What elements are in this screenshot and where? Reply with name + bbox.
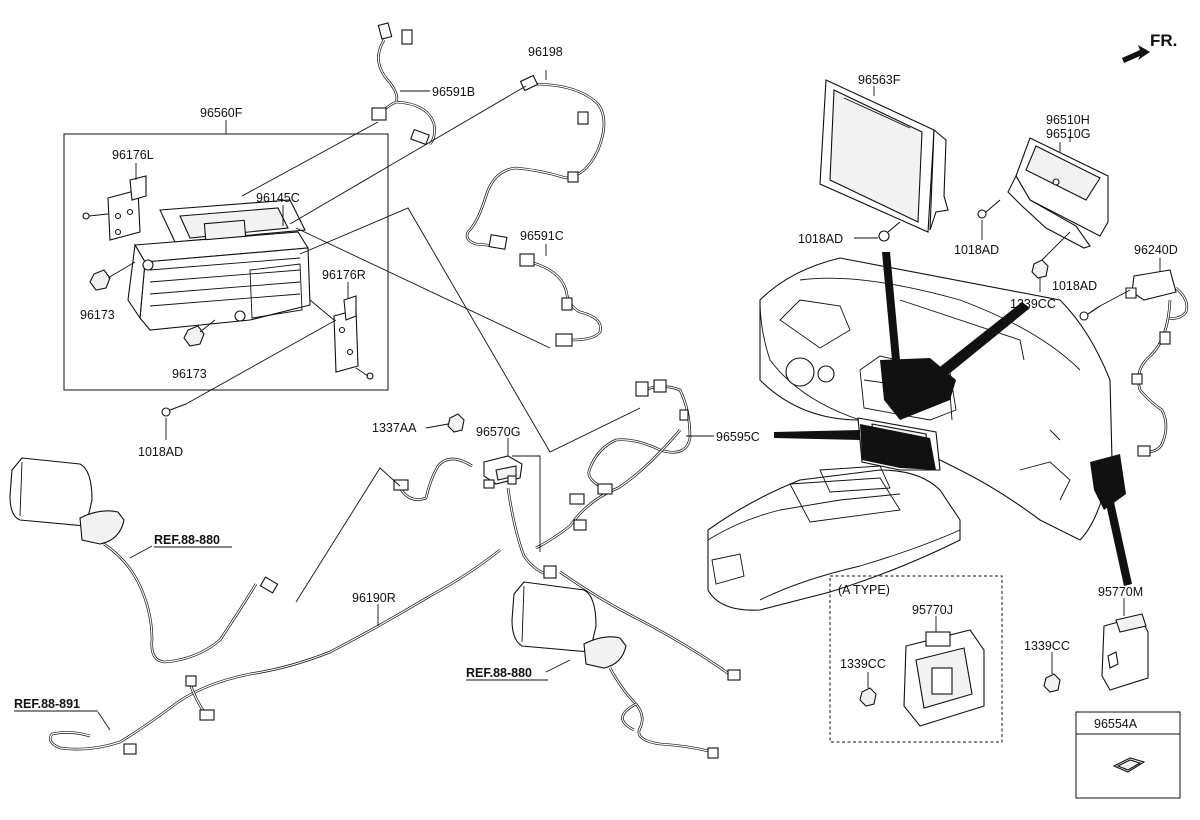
wiring-96595C	[535, 379, 714, 550]
part-label-1339CC-unit: 1339CC	[1010, 297, 1056, 311]
part-label-96190R: 96190R	[352, 591, 396, 605]
part-label-96198: 96198	[528, 45, 563, 59]
pointer-wedge-screen	[882, 252, 900, 360]
part-label-1337AA: 1337AA	[372, 421, 417, 435]
part-label-1018AD-screen: 1018AD	[798, 232, 843, 246]
front-direction-indicator: FR.	[1122, 31, 1177, 63]
part-label-96173-left: 96173	[80, 308, 115, 322]
nut-1339CC-95770M	[1043, 652, 1061, 693]
part-label-1339CC-95770M: 1339CC	[1024, 639, 1070, 653]
a-type-group-box	[829, 575, 1003, 743]
front-arrow-icon	[1122, 45, 1150, 63]
bracket-right	[309, 295, 374, 380]
screw-1018AD-screen	[854, 221, 901, 242]
part-label-96176L: 96176L	[112, 148, 154, 162]
part-label-95770J: 95770J	[912, 603, 953, 617]
part-label-96145C: 96145C	[256, 191, 300, 205]
pointer-screen-area	[880, 358, 956, 420]
control-unit-96510	[1007, 136, 1109, 249]
wiring-96198	[289, 70, 606, 250]
part-label-96176R: 96176R	[322, 268, 366, 282]
reference-label-harness: REF.88-891	[14, 697, 80, 711]
part-label-96570G: 96570G	[476, 425, 520, 439]
part-label-95770M: 95770M	[1098, 585, 1143, 599]
nut-1337AA	[425, 413, 465, 433]
display-unit-left	[9, 457, 279, 664]
part-label-1018AD-head-unit: 1018AD	[138, 445, 183, 459]
group-label-a-type: (A TYPE)	[838, 583, 890, 597]
part-label-96595C: 96595C	[716, 430, 760, 444]
part-96554A-box	[1075, 711, 1181, 799]
wiring-96591C	[295, 227, 602, 349]
display-unit-center	[511, 581, 719, 759]
module-96570G	[483, 438, 541, 552]
wiring-96591B	[241, 22, 436, 197]
part-label-96554A: 96554A	[1094, 717, 1138, 731]
module-95770J-a-type	[903, 616, 985, 727]
pointer-wedge-glovebox	[1106, 502, 1132, 586]
reference-label-center-display: REF.88-880	[466, 666, 532, 680]
part-label-96560F: 96560F	[200, 106, 243, 120]
a-type-group: (A TYPE) 95770J 1339CC	[829, 575, 1003, 743]
part-label-96173-bottom: 96173	[172, 367, 207, 381]
screw-1018AD-head-unit	[161, 319, 337, 417]
part-label-1339CC-a-type: 1339CC	[840, 657, 886, 671]
knob-upper	[89, 261, 136, 291]
module-95770M	[1101, 598, 1149, 691]
reference-label-left-display: REF.88-880	[154, 533, 220, 547]
part-label-96563F: 96563F	[858, 73, 901, 87]
pointer-wedge-upper	[936, 302, 1030, 378]
part-label-96591C: 96591C	[520, 229, 564, 243]
pointer-glovebox	[1090, 454, 1126, 510]
pointer-wedge-left	[774, 430, 860, 440]
part-label-1018AD-unit: 1018AD	[954, 243, 999, 257]
module-96240D	[1125, 258, 1189, 457]
wiring-96190R	[59, 457, 741, 755]
part-label-96240D: 96240D	[1134, 243, 1178, 257]
bracket-left	[82, 175, 147, 241]
reference-line-head-unit	[299, 207, 641, 453]
part-label-96591B: 96591B	[432, 85, 475, 99]
pointer-center-stack	[860, 424, 936, 470]
part-label-1018AD-module: 1018AD	[1052, 279, 1097, 293]
part-label-96510H: 96510H	[1046, 113, 1090, 127]
nut-1339CC-unit	[1031, 231, 1071, 292]
knob-lower	[183, 319, 216, 347]
front-direction-label: FR.	[1150, 31, 1177, 50]
screw-1018AD-module	[1079, 289, 1131, 321]
reference-line-harness	[295, 467, 401, 603]
display-screen-96563F	[819, 79, 949, 233]
nut-1339CC-a-type	[859, 672, 877, 707]
part-96554A: 96554A	[1075, 711, 1181, 799]
screw-1018AD-unit	[977, 199, 1001, 240]
head-unit	[127, 199, 311, 331]
head-unit-assembly: 96560F 96176L 96145C	[63, 106, 389, 391]
part-label-96510G: 96510G	[1046, 127, 1090, 141]
